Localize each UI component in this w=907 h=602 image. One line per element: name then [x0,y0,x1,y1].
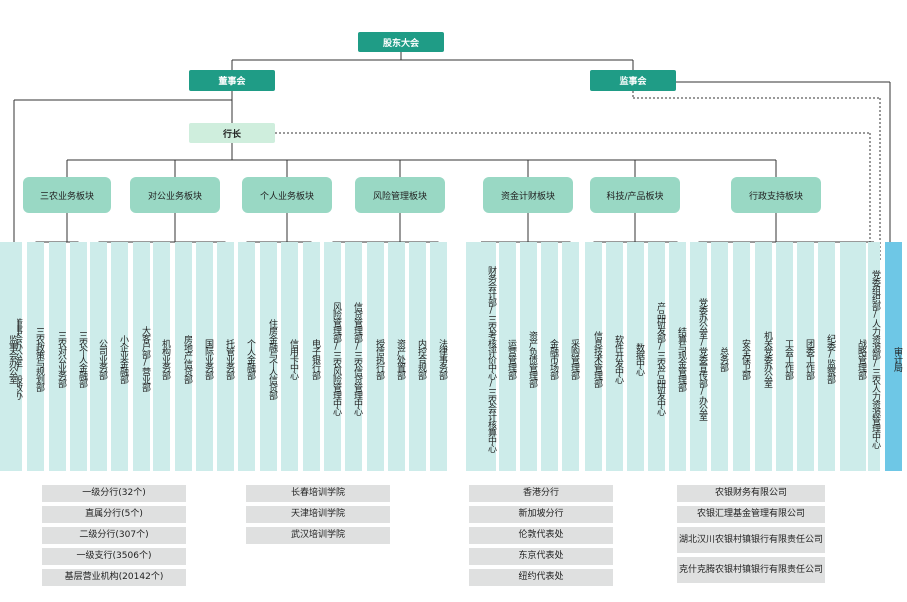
department-box[interactable]: 房地产信贷部 [175,242,192,471]
department-box[interactable]: 数据中心 [627,242,644,471]
subsidiary-box[interactable]: 农银汇理基金管理有限公司 [676,505,826,524]
department-box[interactable]: 监事会办公室 [0,242,17,471]
department-box[interactable]: 机构业务部 [153,242,170,471]
branch-box[interactable]: 一级分行(32个) [41,484,187,503]
segment-box[interactable]: 行政支持板块 [731,177,821,213]
department-box[interactable]: 个人金融部 [238,242,255,471]
department-box[interactable]: 运营管理部 [499,242,516,471]
department-box[interactable]: 工会工作部 [776,242,793,471]
department-box[interactable]: 资产处置部 [388,242,405,471]
branch-box[interactable]: 基层营业机构(20142个) [41,568,187,587]
department-box[interactable]: 结算与现金管理部 [669,242,686,471]
overseas-office-box[interactable]: 伦敦代表处 [468,526,614,545]
department-box[interactable]: 内控合规部 [409,242,426,471]
department-box[interactable]: 小企业金融部 [111,242,128,471]
branch-box[interactable]: 一级支行(3506个) [41,547,187,566]
overseas-office-box[interactable]: 新加坡分行 [468,505,614,524]
department-box[interactable]: 战略管理部 [840,242,866,471]
training-institute-box[interactable]: 武汉培训学院 [245,526,391,545]
audit-bureau-department[interactable]: 审计局 [885,242,902,471]
department-box[interactable]: 软件开发中心 [606,242,623,471]
department-box[interactable]: 三农对公业务部 [49,242,66,471]
overseas-office-box[interactable]: 东京代表处 [468,547,614,566]
department-box[interactable]: 安全保卫部 [733,242,750,471]
segment-box[interactable]: 资金计财板块 [483,177,573,213]
subsidiary-box[interactable]: 克什克腾农银村镇银行有限责任公司 [676,556,826,584]
department-box[interactable]: 三农政策与规划部 [27,242,44,471]
department-box[interactable]: 托管业务部 [217,242,234,471]
department-box[interactable]: 总务部 [711,242,728,471]
department-box[interactable]: 产品研发部/三农产品研发中心 [648,242,665,471]
department-box[interactable]: 信息技术管理部 [585,242,602,471]
shareholders-meeting-box[interactable]: 股东大会 [358,32,444,52]
segment-box[interactable]: 风险管理板块 [355,177,445,213]
subsidiary-box[interactable]: 湖北汉川农银村镇银行有限责任公司 [676,526,826,554]
branch-box[interactable]: 直属分行(5个) [41,505,187,524]
department-box[interactable]: 机关党委办公室 [755,242,772,471]
department-box[interactable]: 采购管理部 [562,242,579,471]
department-box[interactable]: 住房金融与个人信贷部 [260,242,277,471]
department-box[interactable]: 纪委/监察部 [818,242,835,471]
department-box[interactable]: 信贷管理部/三农信贷管理中心 [345,242,362,471]
segment-box[interactable]: 对公业务板块 [130,177,220,213]
department-box[interactable]: 三农个人金融部 [70,242,87,471]
department-box[interactable]: 大客户部/营业部 [133,242,150,471]
department-box[interactable]: 资产负债管理部 [520,242,537,471]
overseas-office-box[interactable]: 纽约代表处 [468,568,614,587]
department-box[interactable]: 授信执行部 [367,242,384,471]
supervisory-board-box[interactable]: 监事会 [590,70,676,91]
department-box[interactable]: 金融市场部 [541,242,558,471]
department-box[interactable]: 法律事务部 [430,242,447,471]
segment-box[interactable]: 个人业务板块 [242,177,332,213]
department-box[interactable]: 团委工作部 [797,242,814,471]
department-box[interactable]: 国际业务部 [196,242,213,471]
department-box[interactable]: 信用卡中心 [281,242,298,471]
department-box[interactable]: 公司业务部 [90,242,107,471]
department-box[interactable]: 电子银行部 [303,242,320,471]
department-box[interactable]: 党委办公室/党委宣传部/办公室 [690,242,707,471]
president-box[interactable]: 行长 [189,123,275,143]
branch-box[interactable]: 二级分行(307个) [41,526,187,545]
segment-box[interactable]: 科技/产品板块 [590,177,680,213]
department-box[interactable]: 风险管理部/三农风险管理中心 [324,242,341,471]
overseas-office-box[interactable]: 香港分行 [468,484,614,503]
department-box[interactable]: 党委组织部/人力资源部/三农人力资源管理中心 [868,242,880,471]
training-institute-box[interactable]: 天津培训学院 [245,505,391,524]
segment-box[interactable]: 三农业务板块 [23,177,111,213]
department-box[interactable]: 财务会计部/三农考核评价中心/三农会计核算中心 [466,242,496,471]
training-institute-box[interactable]: 长春培训学院 [245,484,391,503]
board-of-directors-box[interactable]: 董事会 [189,70,275,91]
subsidiary-box[interactable]: 农银财务有限公司 [676,484,826,503]
